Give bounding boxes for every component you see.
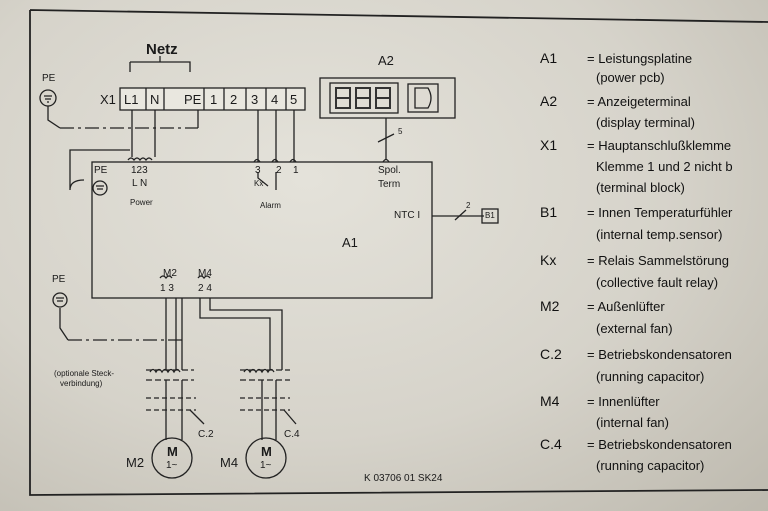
legend-de-a1: = Leistungsplatine [587, 51, 693, 66]
power-pin-numbers: 123 [131, 165, 148, 176]
term-label: Term [378, 179, 401, 190]
legend-en-m2: (external fan) [596, 321, 673, 336]
m2-motor-m: M [167, 444, 178, 459]
legend-key-b1: B1 [540, 204, 558, 220]
a1-label: A1 [342, 235, 358, 250]
legend-en-m4: (internal fan) [596, 415, 669, 430]
x1-label: X1 [100, 92, 116, 107]
alarm-pin-1: 1 [293, 165, 299, 176]
legend-key-kx: Kx [540, 252, 557, 268]
pe-label-top: PE [42, 73, 56, 84]
legend-de-b1: = Innen Temperaturfühler [587, 205, 733, 220]
legend-en-terminal-block: (terminal block) [596, 180, 685, 195]
netz-label: Netz [146, 41, 178, 58]
bus-wire-count: 5 [398, 127, 403, 136]
terminal-1: 1 [210, 92, 218, 107]
optional-connector-note-2: verbindung) [60, 379, 103, 388]
power-label: Power [130, 198, 153, 207]
legend-de-c2: = Betriebskondensatoren [587, 347, 732, 362]
terminal-5: 5 [290, 92, 298, 107]
terminal-l1: L1 [124, 92, 139, 107]
spol-label: Spol. [378, 165, 401, 176]
m4-connector-label: M4 [198, 268, 212, 279]
pe-label-lower: PE [52, 274, 66, 285]
legend-en-kx: (collective fault relay) [596, 275, 719, 290]
legend-key-a2: A2 [540, 93, 558, 109]
legend-en-c2: (running capacitor) [596, 369, 705, 384]
legend-de-m2: = Außenlüfter [587, 299, 665, 314]
m4-motor-phase: 1~ [260, 460, 272, 471]
c2-label: C.2 [198, 429, 214, 440]
m2-connector-label: M2 [163, 268, 177, 279]
legend-de-x1: = Hauptanschlußklemme [587, 138, 732, 153]
legend-en-c4: (running capacitor) [596, 458, 705, 473]
legend-key-c4: C.4 [540, 436, 562, 452]
legend-en-x1: Klemme 1 und 2 nicht b [596, 159, 733, 174]
pe-label-board: PE [94, 165, 108, 176]
a2-label: A2 [378, 53, 394, 68]
terminal-2: 2 [230, 92, 238, 107]
legend-de-c4: = Betriebskondensatoren [587, 437, 732, 452]
power-ln-label: L N [132, 178, 148, 189]
ntc-label: NTC I [394, 210, 421, 221]
legend-key-a1: A1 [540, 50, 558, 66]
legend-key-x1: X1 [540, 137, 558, 153]
document-code: K 03706 01 SK24 [364, 473, 443, 484]
terminal-pe: PE [184, 92, 202, 107]
kx-label: Kx [254, 179, 264, 188]
legend-en-a2: (display terminal) [596, 115, 695, 130]
legend-de-m4: = Innenlüfter [587, 394, 660, 409]
m2-motor-phase: 1~ [166, 460, 178, 471]
segment-display-icon [335, 87, 391, 109]
b1-sensor-label: B1 [485, 211, 495, 220]
alarm-pin-3: 3 [255, 165, 261, 176]
legend-en-b1: (internal temp.sensor) [596, 227, 723, 242]
alarm-label: Alarm [260, 201, 281, 210]
terminal-4: 4 [271, 92, 279, 107]
m4-motor-label: M4 [220, 455, 239, 470]
terminal-3: 3 [251, 92, 259, 107]
m2-pin-numbers: 1 3 [160, 283, 174, 294]
legend-key-c2: C.2 [540, 346, 562, 362]
terminal-n: N [150, 92, 160, 107]
legend-key-m2: M2 [540, 298, 560, 314]
m2-motor-label: M2 [126, 455, 145, 470]
legend-de-kx: = Relais Sammelstörung [587, 253, 729, 268]
legend-de-a2: = Anzeigeterminal [587, 94, 691, 109]
legend-key-m4: M4 [540, 393, 560, 409]
optional-connector-note-1: (optionale Steck- [54, 369, 115, 378]
alarm-pin-2: 2 [276, 165, 282, 176]
c4-label: C.4 [284, 429, 300, 440]
m4-motor-m: M [261, 444, 272, 459]
legend-en-a1: (power pcb) [596, 70, 665, 85]
m4-pin-numbers: 2 4 [198, 283, 212, 294]
ntc-wire-count: 2 [466, 201, 471, 210]
